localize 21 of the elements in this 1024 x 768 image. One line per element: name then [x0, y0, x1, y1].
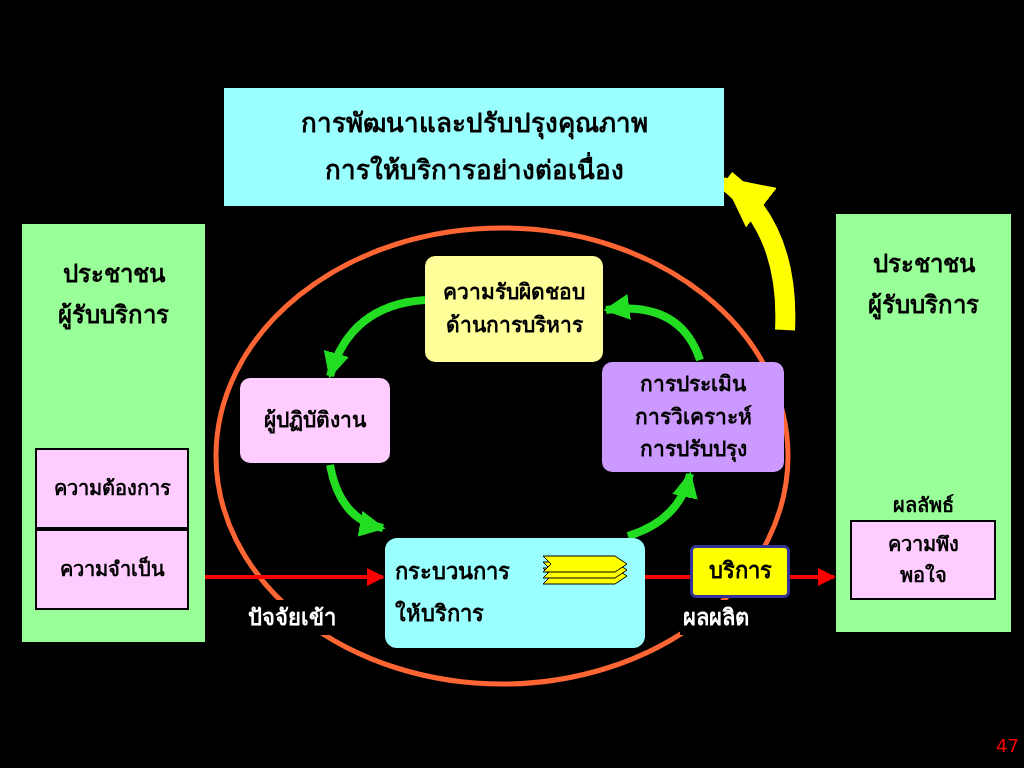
- process-box: [385, 538, 645, 648]
- arrow: [626, 471, 697, 540]
- heading-text: ผลลัพธ์: [892, 492, 954, 519]
- panel: ประชาชนผู้รับบริการ ความต้องการ ความจำเป็น: [22, 224, 205, 642]
- box-text: กระบวนการให้บริการ: [395, 558, 511, 628]
- arrow: [790, 568, 836, 586]
- output-box: บริการ: [690, 545, 790, 598]
- arrow: [326, 464, 386, 536]
- title-box: การพัฒนาและปรับปรุงคุณภาพการให้บริการอย่างต่อเนื่อง: [224, 88, 724, 206]
- need-box: ความจำเป็น: [35, 529, 189, 610]
- arrow: [205, 568, 385, 586]
- arrow: [603, 294, 704, 362]
- connector-line: [645, 575, 690, 579]
- process-box: ผู้ปฏิบัติงาน: [240, 378, 390, 463]
- panel: ประชาชนผู้รับบริการ ผลลัพธ์ ความพึงพอใจ: [836, 214, 1011, 632]
- need-box: ความต้องการ: [35, 448, 189, 529]
- process-box: ความรับผิดชอบด้านการบริหาร: [425, 256, 603, 362]
- arrow: [324, 296, 426, 379]
- output-label: ผลผลิต: [680, 600, 752, 635]
- process-box: การประเมินการวิเคราะห์การปรับปรุง: [602, 362, 784, 472]
- satisfaction-box: ความพึงพอใจ: [850, 520, 996, 600]
